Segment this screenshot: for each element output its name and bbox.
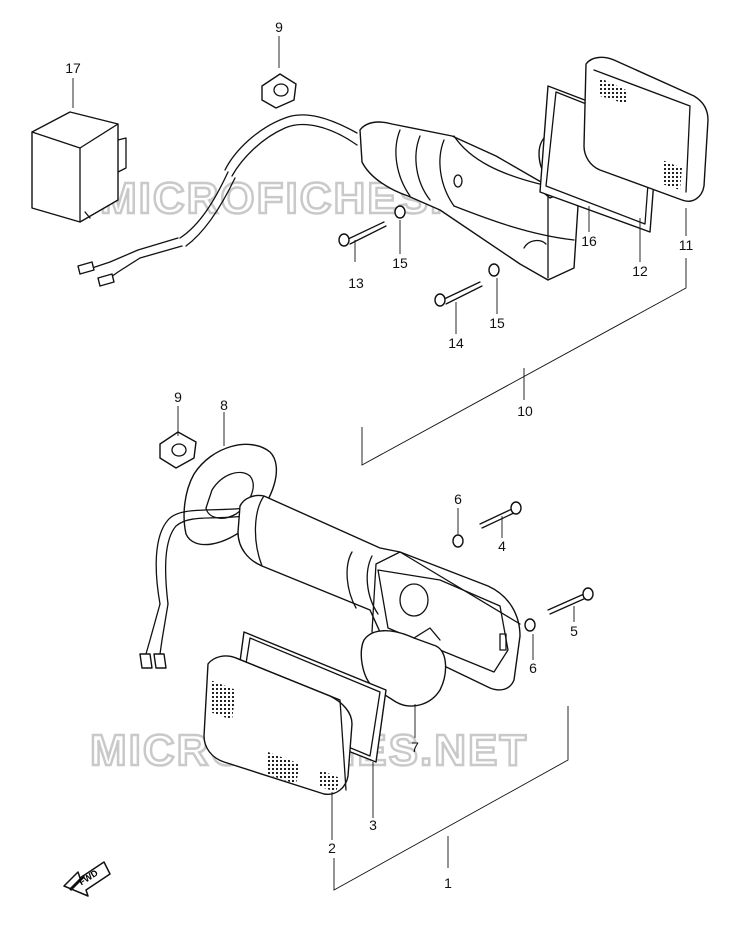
assembly-bracket-1 (333, 706, 569, 891)
wire-harness-top (77, 114, 358, 287)
callout-15-a: 15 (392, 255, 408, 271)
callout-12: 12 (632, 263, 648, 279)
washer-15-b (488, 263, 500, 277)
washer-6-a (452, 534, 464, 548)
callout-15-b: 15 (489, 315, 505, 331)
bulb-7 (360, 627, 447, 707)
callout-3: 3 (369, 817, 377, 833)
washer-15-a (394, 205, 406, 219)
callout-17: 17 (65, 60, 81, 76)
callout-6-a: 6 (454, 491, 462, 507)
grommet-9-bottom (159, 431, 197, 469)
forward-arrow-icon: FWD (63, 861, 111, 897)
callout-10: 10 (517, 403, 533, 419)
lens-2 (203, 655, 353, 795)
screw-4 (479, 501, 522, 529)
callout-11: 11 (679, 237, 694, 253)
lens-11 (583, 56, 709, 202)
screw-5 (547, 587, 594, 615)
washer-6-b (524, 618, 536, 632)
leader-lines (72, 36, 687, 840)
grommet-9-top (261, 73, 297, 109)
callout-2: 2 (328, 840, 336, 856)
callout-6-b: 6 (529, 660, 537, 676)
callout-13: 13 (348, 275, 364, 291)
callout-9-top: 9 (275, 19, 283, 35)
turn-signal-housing-top (359, 121, 579, 281)
callout-1: 1 (444, 875, 452, 891)
wire-harness-bottom (139, 507, 247, 669)
screw-13 (338, 221, 387, 247)
callout-8: 8 (220, 397, 228, 413)
callout-9-bottom: 9 (174, 389, 182, 405)
callout-16: 16 (581, 233, 597, 249)
screw-14 (434, 281, 483, 307)
callout-14: 14 (448, 335, 464, 351)
flasher-relay-17 (31, 111, 127, 223)
callout-5: 5 (570, 623, 578, 639)
assembly-bracket-10 (361, 258, 687, 466)
callout-4: 4 (498, 538, 506, 554)
callout-7: 7 (411, 739, 419, 755)
